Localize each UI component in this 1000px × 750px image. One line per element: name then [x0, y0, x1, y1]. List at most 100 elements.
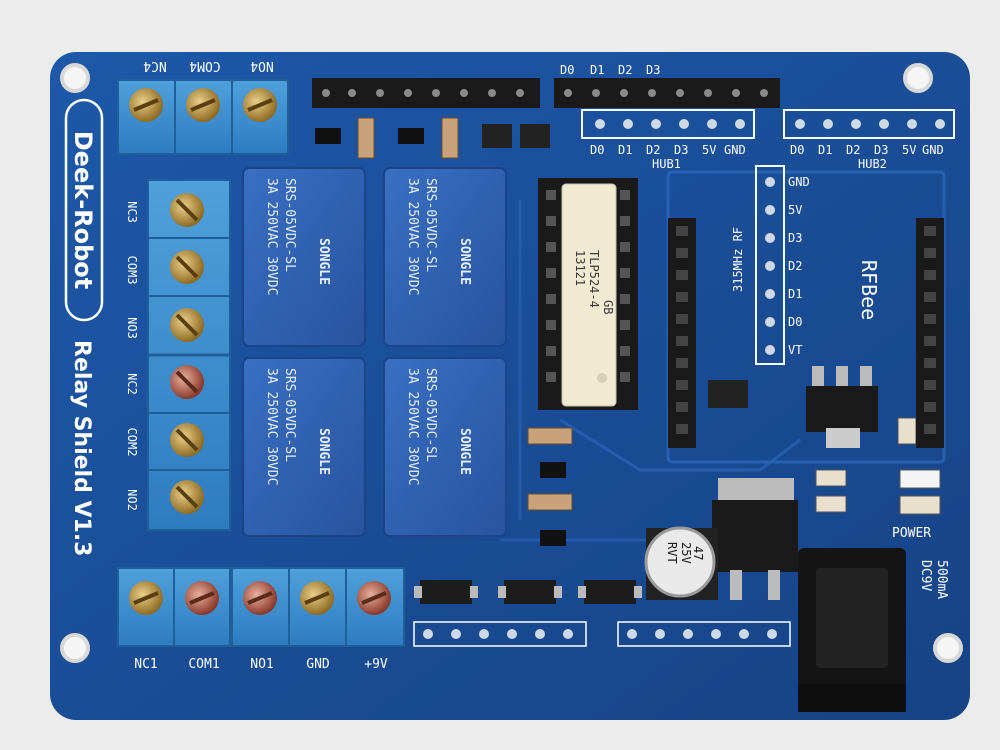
screw[interactable] [129, 88, 163, 122]
board-title: Relay Shield V1.3 [69, 340, 94, 557]
rfbee-header-right[interactable] [916, 218, 944, 448]
opto-label-3: GB [601, 300, 615, 314]
hub2-pin-gnd: GND [922, 143, 944, 157]
rf-pin-vt: VT [788, 343, 802, 357]
screw[interactable] [170, 308, 204, 342]
hub1-label: HUB1 [652, 157, 681, 171]
rfbee-header-left[interactable] [668, 218, 696, 448]
dc-voltage-label: DC9V [918, 560, 933, 591]
rf-pin-d2: D2 [788, 259, 802, 273]
screw[interactable] [170, 193, 204, 227]
relay-4: 3A 250VAC 30VDC SRS-05VDC-SL SONGLE [383, 357, 507, 537]
svg-text:SRS-05VDC-SL: SRS-05VDC-SL [282, 368, 297, 462]
hub2-pin-d0: D0 [790, 143, 804, 157]
rf-pin-gnd: GND [788, 175, 810, 189]
mounting-holes [60, 63, 963, 663]
rf-pin-d3: D3 [788, 231, 802, 245]
smd-diodes-bottom [414, 580, 642, 604]
top-label-d0: D0 [560, 63, 574, 77]
rf-pin-d0: D0 [788, 315, 802, 329]
pin-header-top-right[interactable] [554, 78, 780, 108]
hub1-pin-d3: D3 [674, 143, 688, 157]
terminal-label-nc4: NC4 [143, 58, 167, 73]
svg-text:SRS-05VDC-SL: SRS-05VDC-SL [423, 178, 438, 272]
top-label-d2: D2 [618, 63, 632, 77]
terminal-label-no2: NO2 [125, 489, 139, 511]
cap-label-2: 25V [679, 542, 693, 564]
pin-header-bottom-left[interactable] [413, 621, 587, 647]
dc-power-jack[interactable] [798, 548, 906, 712]
screw[interactable] [170, 423, 204, 457]
hub1-header[interactable] [581, 109, 755, 139]
svg-text:SRS-05VDC-SL: SRS-05VDC-SL [282, 178, 297, 272]
screw[interactable] [170, 365, 204, 399]
screw[interactable] [186, 88, 220, 122]
relay-3: 3A 250VAC 30VDC SRS-05VDC-SL SONGLE [242, 357, 366, 537]
hub1-pin-5v: 5V [702, 143, 716, 157]
svg-text:SONGLE: SONGLE [457, 428, 472, 475]
svg-text:SRS-05VDC-SL: SRS-05VDC-SL [423, 368, 438, 462]
hub2-pin-d2: D2 [846, 143, 860, 157]
cap-label-3: RVT [665, 542, 679, 564]
svg-text:SONGLE: SONGLE [457, 238, 472, 285]
brand-label: Deek-Robot [69, 131, 97, 290]
voltage-regulator-large [712, 478, 798, 600]
terminal-label-com4: COM4 [189, 58, 220, 73]
terminal-label-nc1: NC1 [134, 657, 157, 672]
svg-text:3A 250VAC 30VDC: 3A 250VAC 30VDC [264, 178, 279, 295]
rfbee-label: RFBee [857, 260, 881, 320]
svg-text:3A 250VAC 30VDC: 3A 250VAC 30VDC [405, 178, 420, 295]
pin-header-bottom-right[interactable] [617, 621, 791, 647]
hub1-pin-d0: D0 [590, 143, 604, 157]
top-label-d3: D3 [646, 63, 660, 77]
svg-text:3A 250VAC 30VDC: 3A 250VAC 30VDC [264, 368, 279, 485]
terminal-label-nc2: NC2 [125, 373, 139, 395]
dc-current-label: 500mA [934, 560, 949, 599]
relay-2: 3A 250VAC 30VDC SRS-05VDC-SL SONGLE [383, 167, 507, 347]
screw[interactable] [243, 88, 277, 122]
optocoupler-socket: 13121 TLP524-4 GB [538, 178, 638, 410]
terminal-label-com3: COM3 [125, 256, 139, 285]
terminal-block-left: NC3 COM3 NO3 NC2 COM2 NO2 [125, 179, 231, 531]
pin-header-top-left[interactable] [312, 78, 540, 108]
screw[interactable] [170, 480, 204, 514]
power-label: POWER [892, 526, 931, 541]
screw[interactable] [357, 581, 391, 615]
electrolytic-capacitor: 47 25V RVT [644, 526, 718, 600]
screw[interactable] [129, 581, 163, 615]
svg-text:SONGLE: SONGLE [316, 428, 331, 475]
opto-label-1: 13121 [573, 250, 587, 286]
terminal-label-gnd: GND [306, 657, 330, 672]
screw[interactable] [300, 581, 334, 615]
hub2-pin-d3: D3 [874, 143, 888, 157]
terminal-label-nc3: NC3 [125, 201, 139, 223]
rf-pin-d1: D1 [788, 287, 802, 301]
optocoupler-chip [561, 183, 617, 407]
top-label-d1: D1 [590, 63, 604, 77]
hub2-pin-d1: D1 [818, 143, 832, 157]
terminal-label-com1: COM1 [188, 657, 219, 672]
screw[interactable] [243, 581, 277, 615]
screw[interactable] [185, 581, 219, 615]
svg-text:SONGLE: SONGLE [316, 238, 331, 285]
terminal-label-no3: NO3 [125, 317, 139, 339]
cap-label-1: 47 [691, 546, 705, 560]
terminal-label-com2: COM2 [125, 428, 139, 457]
terminal-block-top: NC4 COM4 NO4 [117, 58, 289, 155]
rf-module-header[interactable] [755, 165, 785, 365]
terminal-block-bottom: NC1 COM1 NO1 GND +9V [117, 567, 405, 672]
screw[interactable] [170, 250, 204, 284]
terminal-label-no4: NO4 [250, 58, 274, 73]
rf-pin-5v: 5V [788, 203, 802, 217]
voltage-regulator-small [806, 366, 878, 448]
hub2-pin-5v: 5V [902, 143, 916, 157]
opto-label-2: TLP524-4 [587, 250, 601, 308]
hub2-label: HUB2 [858, 157, 887, 171]
rf-module-label: 315MHz RF [731, 227, 745, 292]
hub2-header[interactable] [783, 109, 955, 139]
svg-text:3A 250VAC 30VDC: 3A 250VAC 30VDC [405, 368, 420, 485]
hub1-pin-gnd: GND [724, 143, 746, 157]
relay-1: 3A 250VAC 30VDC SRS-05VDC-SL SONGLE [242, 167, 366, 347]
